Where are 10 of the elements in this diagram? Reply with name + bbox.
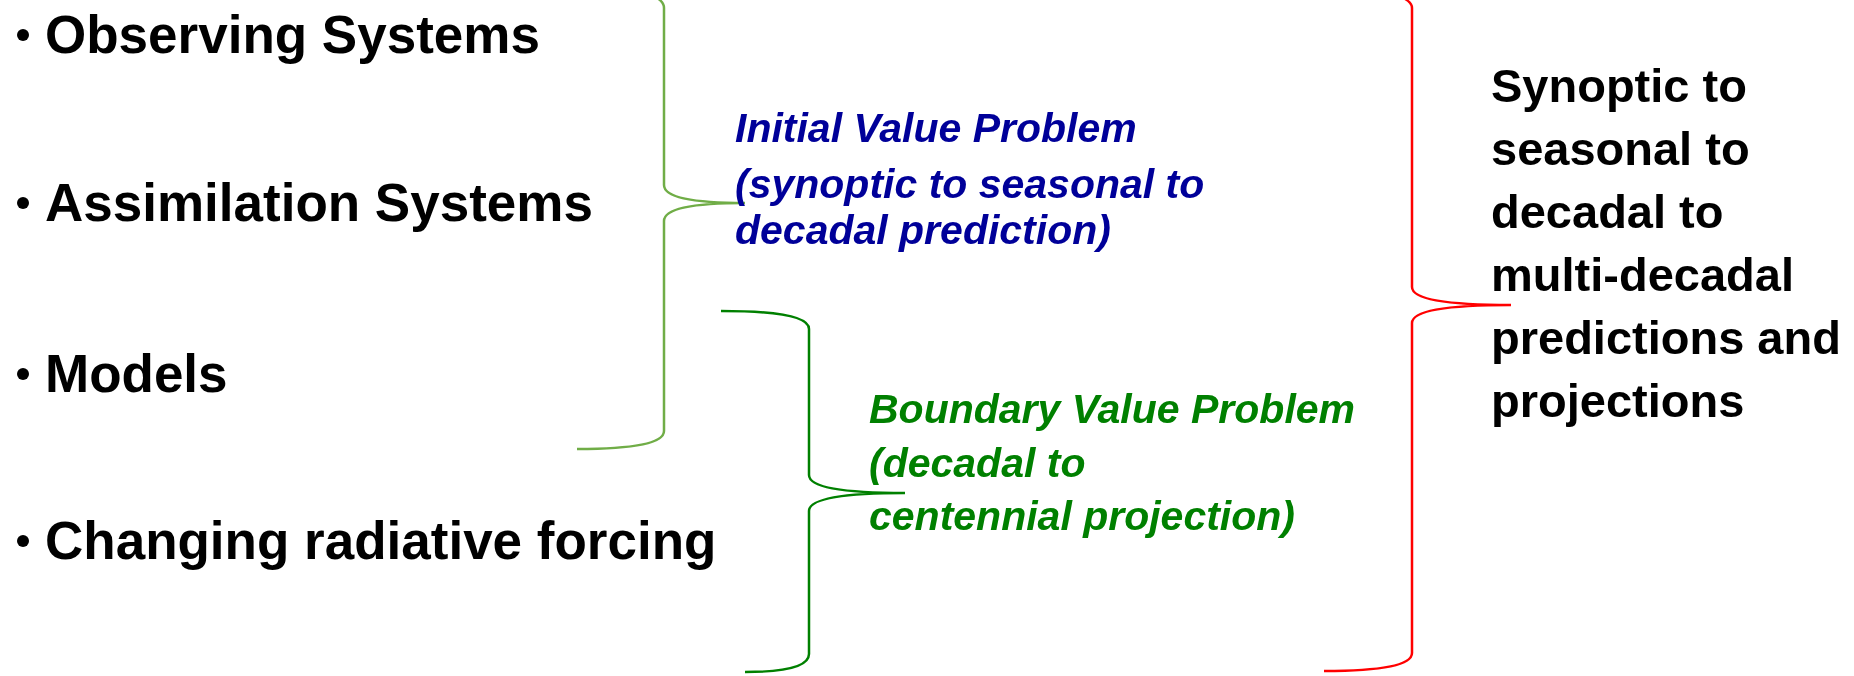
bullet-item: Assimilation Systems: [45, 172, 593, 234]
brace-note: (decadal to: [869, 440, 1086, 486]
bullet-item: Observing Systems: [45, 4, 540, 66]
brace-heading: Boundary Value Problem: [869, 386, 1356, 432]
bullet-item: Models: [45, 343, 228, 405]
bullet-item: Changing radiative forcing: [45, 510, 717, 572]
brace-note: (synoptic to seasonal to decadal prediction): [735, 161, 1206, 253]
brace-heading: Initial Value Problem: [735, 105, 1137, 151]
timescale-note: Synoptic to seasonal to decadal to multi-decadal predictions and projections: [1491, 58, 1842, 429]
brace-note: centennial projection): [869, 493, 1295, 539]
